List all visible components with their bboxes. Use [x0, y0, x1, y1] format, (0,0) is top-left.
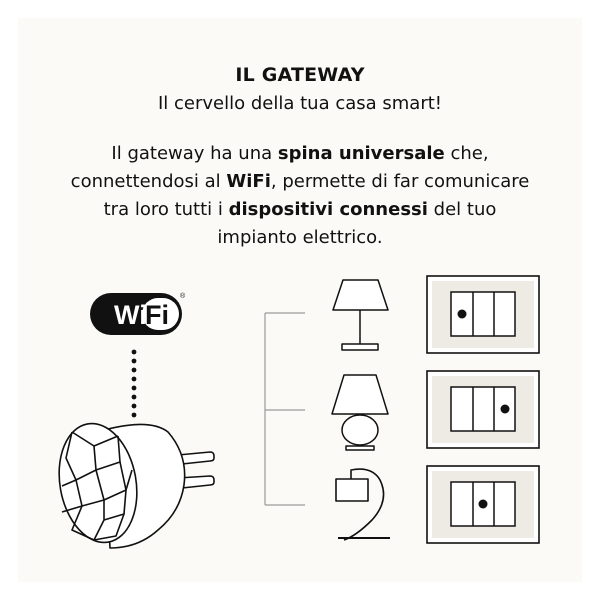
highlight-wifi: WiFi: [226, 171, 271, 192]
page-subtitle: Il cervello della tua casa smart!: [157, 93, 442, 114]
arc-lamp-icon: [335, 468, 390, 541]
description-line-4: impianto elettrico.: [217, 227, 383, 248]
description-line-2: connettendosi al WiFi, permette di far c…: [70, 171, 530, 192]
wifi-connection-dots: [131, 349, 137, 418]
svg-text:®: ®: [180, 292, 186, 300]
round-lamp-icon: [331, 374, 389, 451]
svg-text:Wi: Wi: [114, 300, 147, 330]
gateway-plug-icon: [58, 422, 215, 549]
description-line-3: tra loro tutti i dispositivi connessi de…: [103, 199, 497, 220]
table-lamp-icon: [332, 279, 389, 351]
wifi-logo-icon: Wi Fi ®: [90, 292, 186, 335]
description: Il gateway ha una spina universale che, …: [0, 140, 600, 252]
highlight-universal-plug: spina universale: [277, 143, 445, 164]
connection-lines: [264, 312, 305, 506]
wall-switch-icon: [426, 465, 540, 544]
highlight-connected-devices: dispositivi connessi: [228, 199, 428, 220]
svg-text:Fi: Fi: [145, 300, 169, 330]
page-title: IL GATEWAY: [235, 64, 365, 86]
wall-switch-icon: [426, 370, 540, 449]
description-line-1: Il gateway ha una spina universale che,: [111, 143, 489, 164]
wall-switch-icon: [426, 275, 540, 354]
